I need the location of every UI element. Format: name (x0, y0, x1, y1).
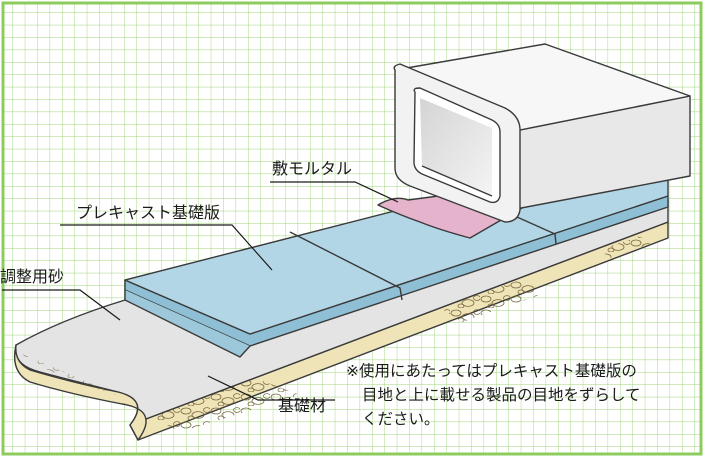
note-line-3: ください。 (362, 410, 440, 428)
precast-slab-label: プレキャスト基礎版 (76, 203, 220, 222)
mortar-leader (270, 181, 399, 203)
leveling-sand-label: 調整用砂 (0, 267, 64, 286)
sand-leader (2, 289, 121, 321)
base-material-label: 基礎材 (278, 396, 326, 415)
mortar-label: 敷モルタル (272, 159, 352, 178)
note-line-2: 目地と上に載せる製品の目地をずらして (362, 386, 641, 404)
usage-note: ※使用にあたってはプレキャスト基礎版の 目地と上に載せる製品の目地をずらして く… (346, 362, 641, 428)
note-line-1: ※使用にあたってはプレキャスト基礎版の (346, 362, 637, 380)
box-culvert (393, 43, 691, 223)
slab-leader (60, 224, 273, 271)
base-leader (207, 375, 335, 401)
